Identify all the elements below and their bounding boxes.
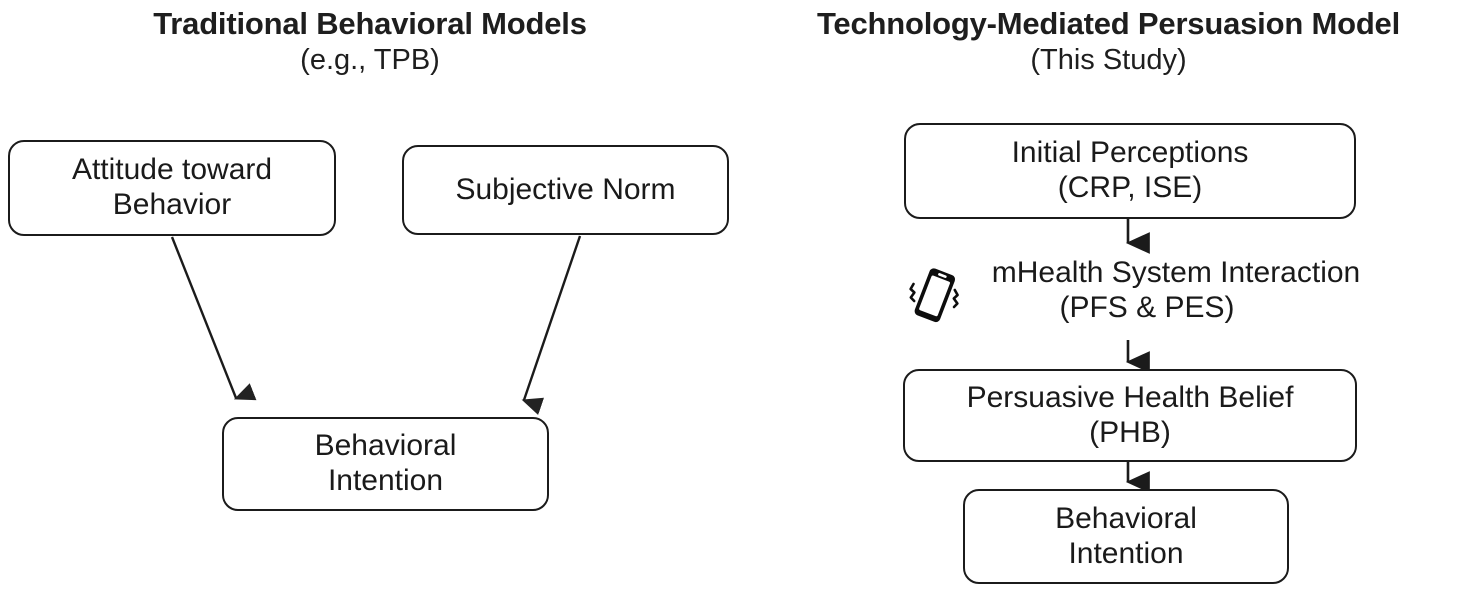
node-bi-left-line1: Behavioral [314, 429, 457, 463]
node-attitude-line1: Attitude toward [71, 153, 273, 187]
node-bi-right-line1: Behavioral [1055, 501, 1197, 535]
node-attitude-line2: Behavior [112, 188, 232, 221]
left-panel-title-main: Traditional Behavioral Models [153, 6, 587, 41]
right-panel-title: Technology-Mediated Persuasion Model (Th… [740, 6, 1477, 77]
edge-attitude-to-intention [170, 236, 257, 401]
right-panel-title-sub: (This Study) [1030, 43, 1187, 76]
node-initial-perceptions[interactable]: Initial Perceptions (CRP, ISE) [904, 123, 1356, 219]
node-initial-line2: (CRP, ISE) [1057, 171, 1203, 204]
vibrating-phone-icon [909, 268, 959, 323]
node-mhealth-system-interaction[interactable]: mHealth System Interaction (PFS & PES) [890, 255, 1390, 345]
left-panel-title: Traditional Behavioral Models (e.g., TPB… [0, 6, 740, 77]
left-panel-title-sub: (e.g., TPB) [300, 43, 440, 76]
edge-subjective-to-intention [521, 235, 582, 415]
node-persuasive-health-belief[interactable]: Persuasive Health Belief (PHB) [903, 369, 1357, 462]
node-subjective-norm[interactable]: Subjective Norm [402, 145, 729, 235]
node-initial-line1: Initial Perceptions [1011, 136, 1249, 170]
node-attitude-toward-behavior[interactable]: Attitude toward Behavior [8, 140, 336, 236]
node-subjective-line1: Subjective Norm [455, 172, 676, 206]
node-bi-left-line2: Intention [327, 464, 444, 497]
mhealth-interaction-line2: (PFS & PES) [1059, 291, 1235, 325]
node-behavioral-intention-right[interactable]: Behavioral Intention [963, 489, 1289, 584]
mhealth-interaction-line1: mHealth System Interaction [991, 256, 1361, 289]
node-behavioral-intention-left[interactable]: Behavioral Intention [222, 417, 549, 511]
node-bi-right-line2: Intention [1068, 536, 1184, 570]
mhealth-interaction-label: mHealth System Interaction (PFS & PES) [966, 255, 1386, 325]
node-phb-line2: (PHB) [1089, 415, 1171, 449]
right-panel-title-main: Technology-Mediated Persuasion Model [816, 6, 1401, 41]
node-phb-line1: Persuasive Health Belief [966, 380, 1294, 414]
